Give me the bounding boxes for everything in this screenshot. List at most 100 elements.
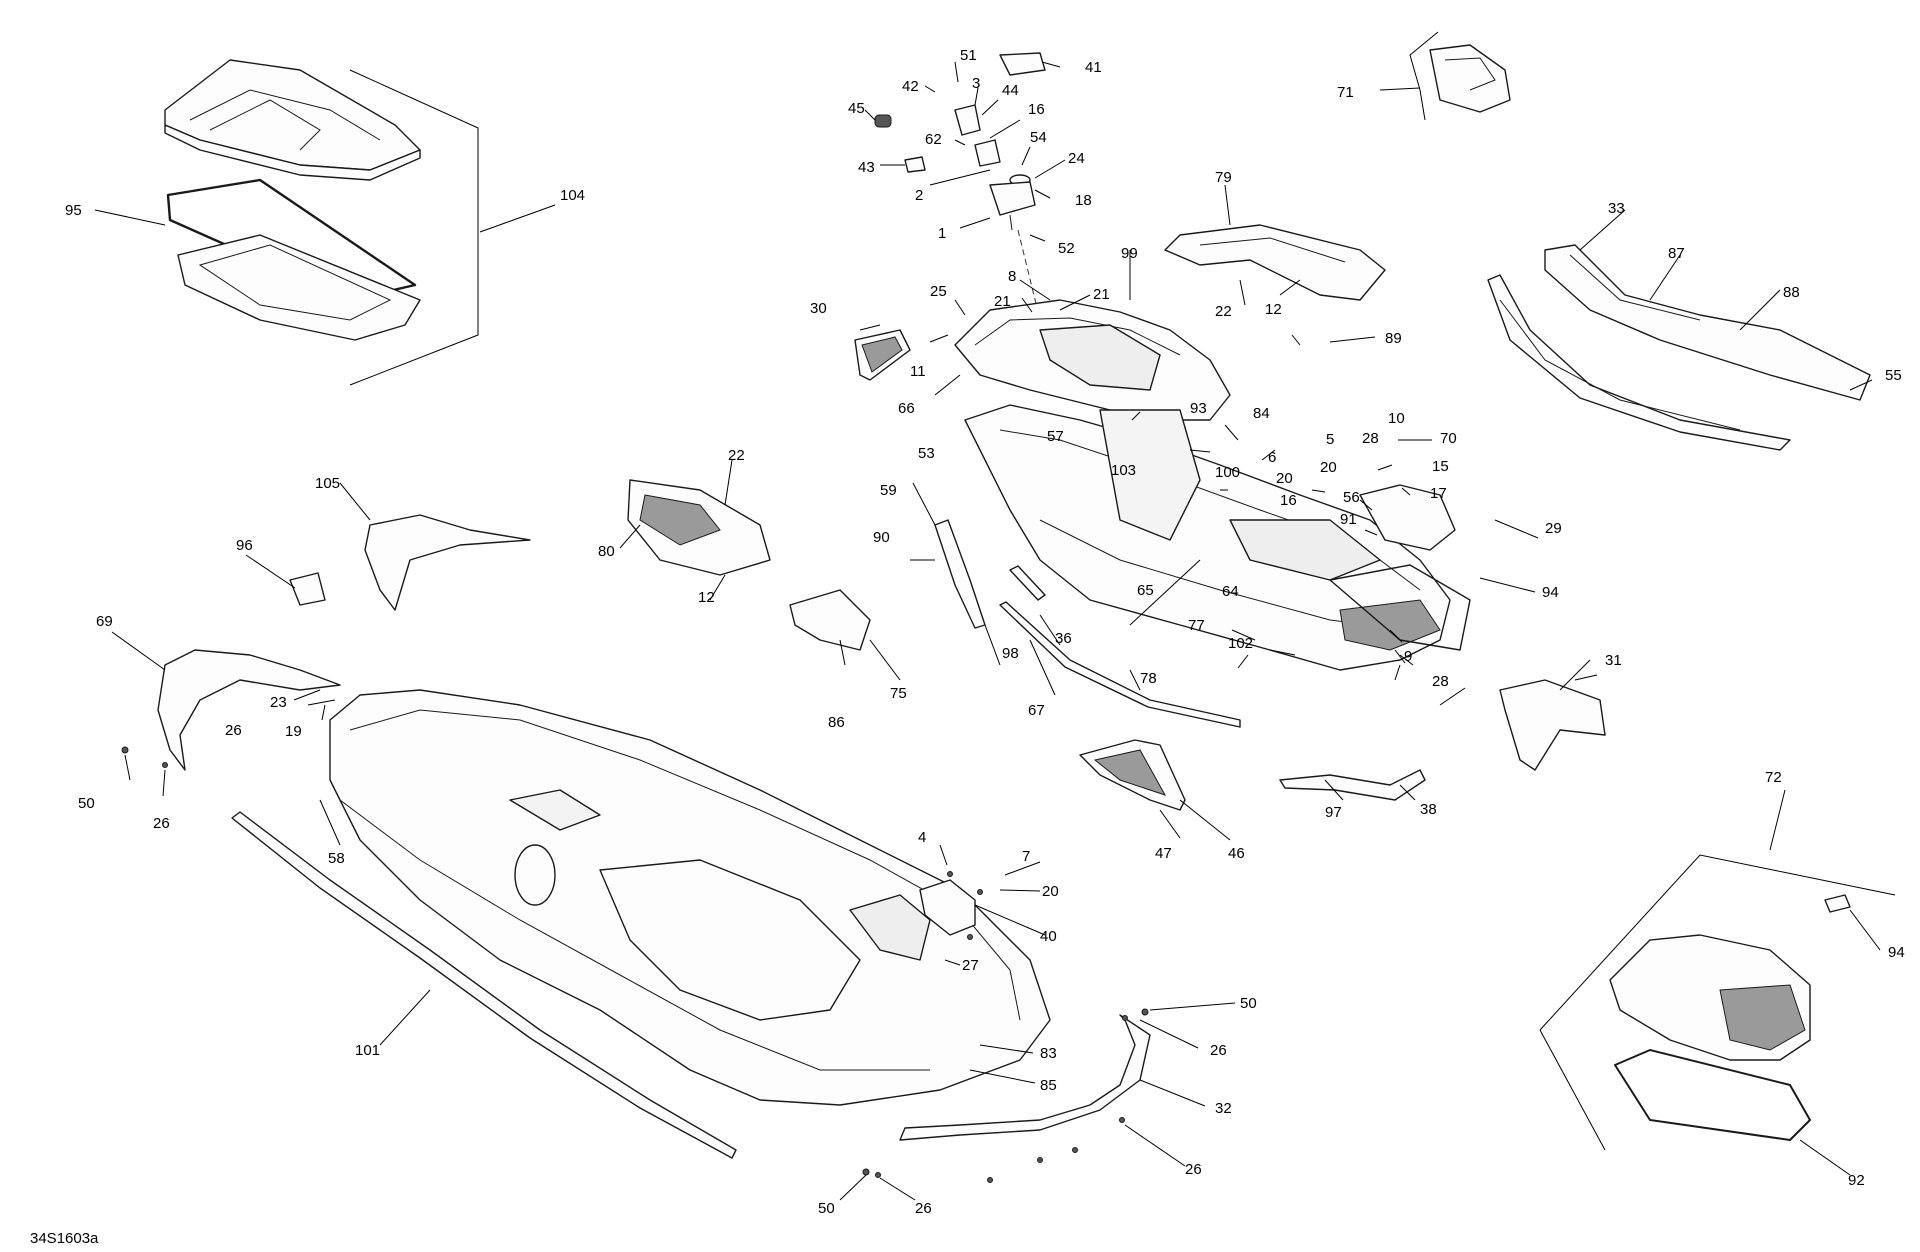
callout-22: 22 (728, 447, 745, 464)
callout-65: 65 (1137, 582, 1154, 599)
assembly-72 (1539, 854, 1896, 1151)
side-piece-105 (289, 514, 531, 611)
display-71 (1409, 31, 1511, 121)
bracket-59-75 (789, 519, 986, 651)
panel-31 (1499, 679, 1606, 771)
callout-33: 33 (1608, 200, 1625, 217)
callout-16: 16 (1028, 101, 1045, 118)
callout-64: 64 (1222, 583, 1239, 600)
callout-80: 80 (598, 543, 615, 560)
callout-50: 50 (1240, 995, 1257, 1012)
callout-77: 77 (1188, 617, 1205, 634)
callout-103: 103 (1111, 462, 1136, 479)
callout-43: 43 (858, 159, 875, 176)
callout-91: 91 (1340, 511, 1357, 528)
callout-51: 51 (960, 47, 977, 64)
bracket-40 (919, 879, 976, 936)
callout-105: 105 (315, 475, 340, 492)
callout-96: 96 (236, 537, 253, 554)
callout-86: 86 (828, 714, 845, 731)
trim-97-38 (1279, 769, 1426, 801)
callout-42: 42 (902, 78, 919, 95)
callout-92: 92 (1848, 1172, 1865, 1189)
deck-body (964, 404, 1471, 671)
callout-2: 2 (915, 187, 923, 204)
upper-cover-79 (1164, 224, 1386, 301)
callout-11: 11 (910, 363, 926, 380)
strip-36 (1009, 565, 1046, 601)
callout-45: 45 (848, 100, 865, 117)
callout-90: 90 (873, 529, 890, 546)
callout-79: 79 (1215, 169, 1232, 186)
callout-21: 21 (994, 293, 1011, 310)
callout-26: 26 (1185, 1161, 1202, 1178)
callout-20: 20 (1276, 470, 1293, 487)
callout-94: 94 (1888, 944, 1905, 961)
callout-62: 62 (925, 131, 942, 148)
callout-100: 100 (1215, 464, 1240, 481)
callout-21: 21 (1093, 286, 1110, 303)
callout-32: 32 (1215, 1100, 1232, 1117)
callout-24: 24 (1068, 150, 1085, 167)
callout-6: 6 (1268, 449, 1276, 466)
callout-30: 30 (810, 300, 827, 317)
callout-12: 12 (698, 589, 715, 606)
callout-56: 56 (1343, 489, 1360, 506)
side-trim-69 (157, 649, 341, 771)
callout-52: 52 (1058, 240, 1075, 257)
callout-66: 66 (898, 400, 915, 417)
callout-95: 95 (65, 202, 82, 219)
callout-16: 16 (1280, 492, 1297, 509)
callout-20: 20 (1320, 459, 1337, 476)
vent-30 (854, 329, 911, 381)
grille-80 (627, 479, 771, 576)
callout-101: 101 (355, 1042, 380, 1059)
callout-57: 57 (1047, 428, 1064, 445)
callout-104: 104 (560, 187, 585, 204)
callout-58: 58 (328, 850, 345, 867)
callout-36: 36 (1055, 630, 1072, 647)
callout-20: 20 (1042, 883, 1059, 900)
callout-50: 50 (78, 795, 95, 812)
fasteners (121, 746, 1149, 1183)
callout-25: 25 (930, 283, 947, 300)
callout-17: 17 (1430, 485, 1447, 502)
callout-70: 70 (1440, 430, 1457, 447)
rub-rail-101 (231, 811, 737, 1159)
callout-labels: 104 95 51 41 42 3 44 45 16 62 54 43 24 2… (65, 47, 1905, 1217)
callout-9: 9 (1404, 648, 1412, 665)
callout-59: 59 (880, 482, 897, 499)
callout-15: 15 (1432, 458, 1449, 475)
callout-99: 99 (1121, 245, 1138, 262)
callout-94: 94 (1542, 584, 1559, 601)
leader-lines (94, 61, 1881, 1201)
callout-89: 89 (1385, 330, 1402, 347)
callout-84: 84 (1253, 405, 1270, 422)
callout-7: 7 (1022, 848, 1030, 865)
callout-69: 69 (96, 613, 113, 630)
callout-102: 102 (1228, 635, 1253, 652)
callout-3: 3 (972, 75, 980, 92)
callout-26: 26 (153, 815, 170, 832)
steering-hardware-cluster (874, 52, 1046, 321)
top-deck-66 (954, 299, 1231, 421)
callout-10: 10 (1388, 410, 1405, 427)
callout-19: 19 (285, 723, 302, 740)
strip-67 (999, 601, 1241, 728)
callout-1: 1 (938, 225, 946, 242)
callout-87: 87 (1668, 245, 1685, 262)
callout-28: 28 (1362, 430, 1379, 447)
diagram-code: 34S1603a (30, 1230, 99, 1247)
callout-40: 40 (1040, 928, 1057, 945)
hull (329, 689, 1051, 1106)
callout-78: 78 (1140, 670, 1157, 687)
callout-93: 93 (1190, 400, 1207, 417)
seat-assembly (1487, 244, 1871, 451)
callout-97: 97 (1325, 804, 1342, 821)
callout-18: 18 (1075, 192, 1092, 209)
callout-12: 12 (1265, 301, 1282, 318)
callout-5: 5 (1326, 431, 1334, 448)
callout-29: 29 (1545, 520, 1562, 537)
callout-38: 38 (1420, 801, 1437, 818)
